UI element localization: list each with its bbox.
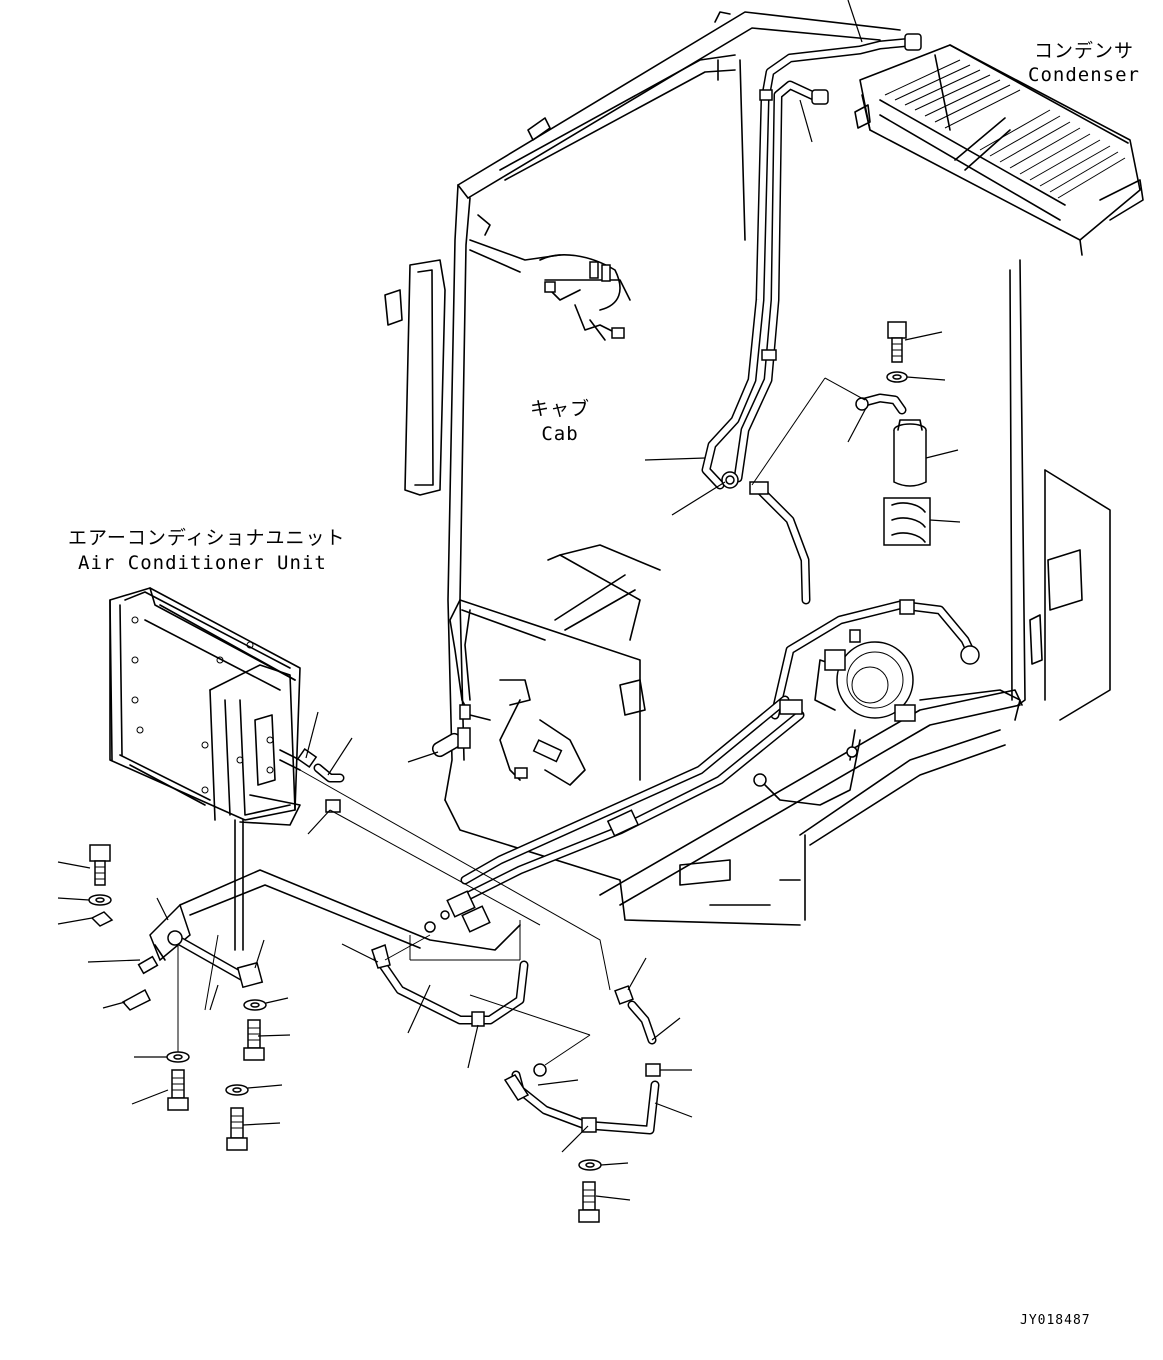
cab-frame — [384, 11, 1111, 926]
compressor — [779, 629, 916, 761]
refrigerant-hoses — [431, 33, 980, 900]
condenser-label-en: Condenser — [1028, 64, 1140, 86]
ac-unit-label-jp: エアーコンディショナユニット — [68, 527, 346, 549]
ac-unit-label-en: Air Conditioner Unit — [78, 552, 327, 574]
receiver-dryer-group — [751, 321, 931, 546]
leader-lines — [57, 0, 961, 1201]
cab-label-jp: キャブ — [529, 398, 590, 420]
drain-hose-parts — [88, 748, 661, 1223]
drawing-code: JY018487 — [1020, 1313, 1091, 1328]
condenser-label-jp: コンデンサ — [1033, 40, 1134, 62]
air-conditioner-unit — [109, 587, 301, 826]
cab-label-en: Cab — [541, 423, 579, 445]
condenser — [854, 44, 1144, 256]
cab-wiring-harness — [539, 254, 631, 341]
